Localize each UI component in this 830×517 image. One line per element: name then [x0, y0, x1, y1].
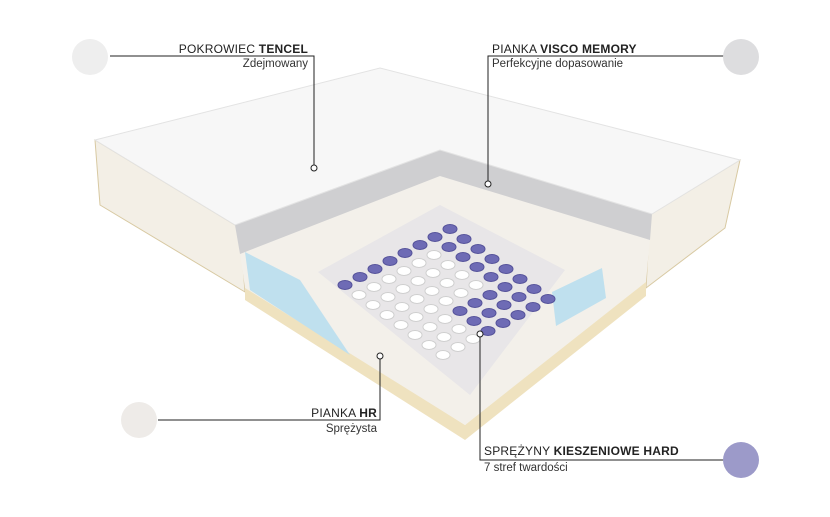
spring-coil — [408, 312, 424, 322]
hr-foam-left — [245, 252, 350, 355]
spring-coil — [482, 290, 498, 300]
spring-coil — [395, 284, 411, 294]
spring-coil — [411, 258, 427, 268]
cover-label: POKROWIEC TENCEL — [179, 42, 308, 56]
springs-label: SPRĘŻYNY KIESZENIOWE HARD — [484, 444, 679, 458]
hr-swatch — [121, 402, 157, 438]
spring-coil — [442, 224, 458, 234]
spring-coil — [409, 294, 425, 304]
spring-coil — [426, 250, 442, 260]
spring-coil — [351, 290, 367, 300]
spring-coil — [453, 288, 469, 298]
spring-coil — [495, 318, 511, 328]
spring-coil — [510, 310, 526, 320]
spring-coil — [440, 260, 456, 270]
spring-coil — [437, 314, 453, 324]
spring-coil — [483, 272, 499, 282]
visco-prefix: PIANKA — [492, 42, 537, 56]
spring-coil — [450, 342, 466, 352]
spring-coil — [423, 304, 439, 314]
spring-coil — [422, 322, 438, 332]
spring-coil — [441, 242, 457, 252]
spring-coil — [484, 254, 500, 264]
spring-coil — [382, 256, 398, 266]
visco-sub: Perfekcyjne dopasowanie — [492, 58, 624, 70]
spring-coil — [427, 232, 443, 242]
spring-coil — [438, 296, 454, 306]
spring-coil — [540, 294, 556, 304]
hr-foam-right — [552, 268, 606, 326]
spring-coil — [525, 302, 541, 312]
spring-coil — [365, 300, 381, 310]
spring-coil — [467, 298, 483, 308]
spring-coil — [481, 308, 497, 318]
springs-swatch — [723, 442, 759, 478]
spring-coil — [379, 310, 395, 320]
spring-coil — [424, 286, 440, 296]
spring-coil — [466, 316, 482, 326]
spring-coil — [367, 264, 383, 274]
visco-name: VISCO MEMORY — [540, 42, 637, 56]
spring-coil — [496, 300, 512, 310]
spring-coil — [456, 234, 472, 244]
hr-name: HR — [359, 406, 377, 420]
spring-coil — [410, 276, 426, 286]
spring-coil — [412, 240, 428, 250]
spring-coil — [439, 278, 455, 288]
spring-coil — [337, 280, 353, 290]
hr-prefix: PIANKA — [311, 406, 356, 420]
spring-coil — [452, 306, 468, 316]
cover-sub: Zdejmowany — [242, 58, 308, 70]
spring-coil — [425, 268, 441, 278]
spring-coil — [468, 280, 484, 290]
spring-coil — [366, 282, 382, 292]
spring-coil — [498, 264, 514, 274]
hr-label: PIANKA HR — [311, 406, 377, 420]
spring-coil — [396, 266, 412, 276]
spring-coil — [380, 292, 396, 302]
spring-coil — [454, 270, 470, 280]
springs-name: KIESZENIOWE HARD — [553, 444, 679, 458]
spring-coil — [436, 332, 452, 342]
pocket-springs — [337, 224, 556, 360]
spring-coil — [451, 324, 467, 334]
springs-sub: 7 stref twardości — [484, 462, 568, 474]
spring-coil — [381, 274, 397, 284]
cover-prefix: POKROWIEC — [178, 42, 256, 56]
tencel-cover — [93, 67, 742, 226]
spring-coil — [397, 248, 413, 258]
spring-coil — [511, 292, 527, 302]
spring-coil — [497, 282, 513, 292]
springs-prefix: SPRĘŻYNY — [484, 444, 551, 458]
spring-coil — [407, 330, 423, 340]
spring-coil — [421, 340, 437, 350]
spring-coil — [470, 244, 486, 254]
cover-name: TENCEL — [258, 42, 308, 56]
hr-sub: Sprężysta — [325, 423, 377, 435]
spring-coil — [352, 272, 368, 282]
spring-coil — [526, 284, 542, 294]
spring-coil — [512, 274, 528, 284]
spring-coil — [455, 252, 471, 262]
spring-coil — [435, 350, 451, 360]
spring-coil — [393, 320, 409, 330]
spring-coil — [394, 302, 410, 312]
visco-label: PIANKA VISCO MEMORY — [492, 42, 637, 56]
cover-swatch — [72, 39, 108, 75]
spring-coil — [469, 262, 485, 272]
visco-layer — [235, 150, 652, 254]
visco-swatch — [723, 39, 759, 75]
